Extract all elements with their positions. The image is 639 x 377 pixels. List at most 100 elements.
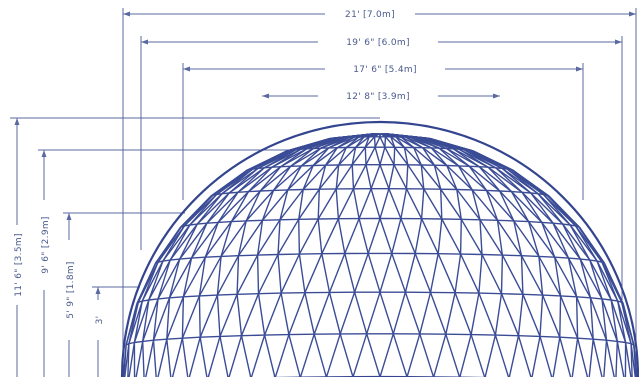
dome-strut [220,220,247,257]
dome-strut [247,166,273,193]
dome-strut [135,341,144,377]
dome-strut [589,259,603,300]
dome-strut [179,222,208,260]
dome-strut [241,334,265,337]
dome-strut [413,146,435,166]
dome-strut [220,221,233,257]
dome-strut [379,253,393,293]
dome-strut [148,259,171,301]
dome-strut [374,133,380,138]
dome-strut [478,254,483,294]
dome-strut [261,190,275,221]
dome-strut [520,255,544,296]
dome-strut [384,136,387,148]
dome-strut [388,133,432,140]
dome-strut [288,292,306,335]
dome-strut [625,341,632,345]
dome-strut [321,218,340,254]
dome-strut [471,189,481,220]
dome-strut [562,223,571,226]
dome-strut [510,191,530,222]
dome-strut [379,147,386,165]
dome-strut [610,299,618,342]
horizontal-dimensions: 21' [7.0m] 19' 6" [6.0m] 17' 6" [5.4m] 1… [122,7,637,377]
dome-strut [216,255,240,296]
dome-strut [606,339,618,343]
dome-strut [196,192,230,225]
dome-strut [517,335,532,377]
dome-strut [403,147,409,165]
dome-strut [290,147,322,167]
dome-strut [204,222,219,258]
dome-strut [379,188,390,219]
dome-strut [312,147,330,166]
dome-strut [188,337,201,377]
dome-strut [513,220,529,223]
dome-strut [605,340,615,377]
dome-strut [521,191,554,224]
dome-strut [301,147,330,167]
dome-strut [384,136,396,148]
dome-strut [576,296,591,299]
dome-strut [335,188,340,219]
dome-strut [148,298,159,301]
dome-strut [141,261,159,302]
dome-strut [446,147,480,168]
dome-strut [454,292,472,335]
dome-strut [272,165,292,191]
dome-strut [280,148,308,168]
dome-strut [538,255,555,258]
dome-strut [554,257,562,297]
dome-strut [430,147,459,167]
dome-strut [127,343,130,377]
dome-strut [422,147,448,167]
dome-strut [390,136,396,148]
dome-strut [259,165,292,192]
dome-strut [169,223,198,261]
dome-strut [133,299,150,343]
dome-strut [325,147,338,166]
dome-strut [567,257,592,299]
dimension-door-height: 5' 9" [1.8m] [66,261,76,319]
dome-strut [554,256,569,259]
dome-strut [481,253,503,256]
dome-strut [468,165,488,191]
dome-strut [250,334,266,377]
dome-strut [522,294,541,337]
dome-strut [502,254,522,257]
dome-strut [259,166,282,192]
dome-strut [528,220,542,224]
dome-strut [217,191,249,223]
dome-strut [539,336,553,377]
dome-strut [603,340,608,377]
dome-strut [205,255,222,258]
dome-strut [204,221,232,258]
dome-strut [562,223,591,261]
geodesic-dome [120,120,639,377]
dome-strut [500,255,504,294]
dome-strut [445,292,456,335]
dimension-mid-width: 17' 6" [5.4m] [353,65,417,75]
dome-strut [298,189,304,220]
dome-strut [610,299,627,343]
dome-strut [352,333,368,377]
dome-strut [407,164,425,190]
dome-strut [467,149,508,170]
dome-strut [162,224,191,262]
dome-strut [562,223,581,260]
dome-strut [229,191,239,194]
dome-strut [577,337,594,340]
dome-strut [441,218,462,255]
dome-strut [494,293,503,336]
dome-strut [479,219,483,255]
dome-strut [569,224,591,261]
dome-strut [206,221,219,224]
dome-strut [228,167,265,194]
dome-strut [317,188,337,220]
dome-strut [190,222,208,259]
dome-strut [458,148,497,169]
dome-strut [379,136,386,148]
dome-strut [413,147,422,166]
dome-strut [392,292,407,334]
dome-strut [277,219,281,255]
